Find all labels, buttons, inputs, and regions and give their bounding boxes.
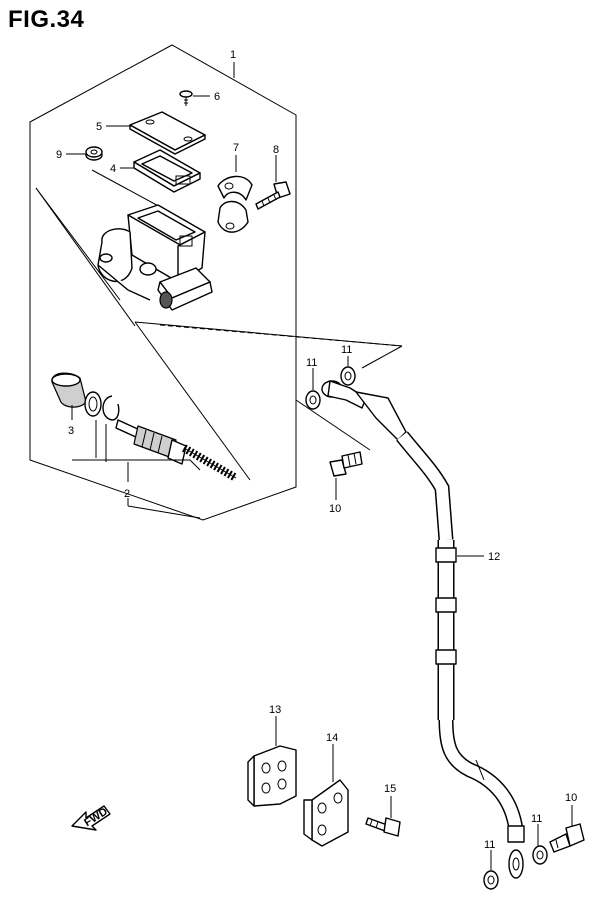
banjo-bolt-part-10-top [329, 451, 363, 477]
callout-11-d: 11 [531, 813, 542, 825]
washer [84, 391, 102, 417]
callout-11-a: 11 [306, 357, 317, 369]
circlip [102, 395, 120, 421]
bracket-part-14 [303, 779, 349, 847]
callout-11-c: 11 [484, 839, 495, 851]
boot-part-3 [51, 372, 87, 408]
callout-11-b: 11 [341, 344, 352, 356]
callout-5: 5 [96, 121, 102, 133]
bolt-part-15 [365, 817, 401, 837]
diaphragm-part-4 [133, 149, 201, 193]
washer-part-11-bottom-right [532, 845, 548, 865]
callout-4: 4 [110, 163, 116, 175]
figure-title: FIG.34 [8, 6, 85, 33]
washer-part-11-right [340, 366, 356, 386]
callout-2: 2 [124, 488, 130, 500]
callout-6: 6 [214, 91, 220, 103]
master-cylinder-body [97, 204, 213, 311]
brake-hose-part-12 [321, 380, 525, 879]
washer-part-11-left [305, 390, 321, 410]
screw-part-6 [179, 90, 193, 106]
banjo-bolt-part-10-bottom [549, 823, 585, 853]
callout-14: 14 [326, 732, 338, 744]
reservoir-cap-part-5 [129, 111, 206, 155]
callout-7: 7 [233, 142, 239, 154]
callout-8: 8 [273, 144, 279, 156]
grommet-part-9 [85, 146, 103, 161]
piston-assembly-part-2 [115, 419, 238, 482]
washer-part-11-bottom-left [483, 870, 499, 890]
callout-9: 9 [56, 149, 62, 161]
callout-10-top: 10 [329, 503, 341, 515]
assembly-outline [29, 44, 297, 521]
callout-12: 12 [488, 551, 500, 563]
clamp-part-7 [217, 175, 253, 233]
bracket-part-13 [247, 745, 297, 807]
callout-15: 15 [384, 783, 396, 795]
bolt-part-8 [255, 181, 291, 210]
callout-10-bottom: 10 [565, 792, 577, 804]
callout-13: 13 [269, 704, 281, 716]
callout-1: 1 [230, 49, 236, 61]
forward-direction-arrow: FWD [71, 805, 111, 831]
callout-3: 3 [68, 425, 74, 437]
